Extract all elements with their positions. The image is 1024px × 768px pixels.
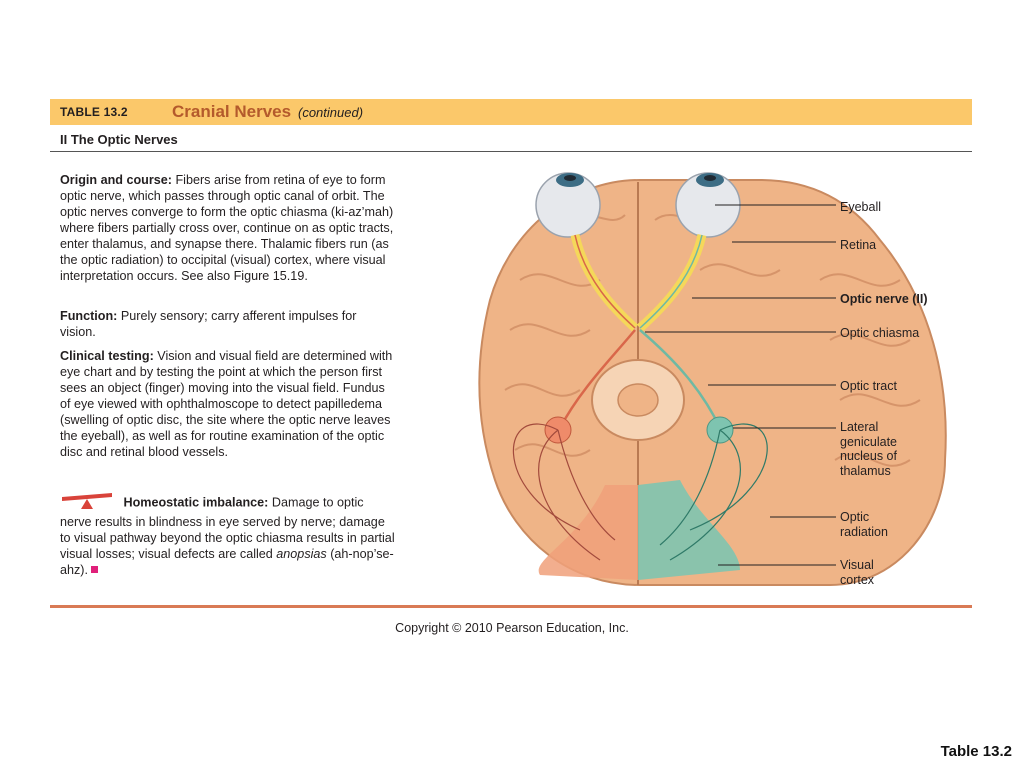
clinical-label: Clinical testing: bbox=[60, 349, 154, 363]
label-optic-tract: Optic tract bbox=[840, 379, 897, 393]
top-divider bbox=[50, 151, 972, 152]
label-lgn-line-3: nucleus of bbox=[840, 449, 897, 463]
slide-footer-label: Table 13.2 bbox=[940, 743, 1012, 760]
imbalance-scale-icon bbox=[60, 492, 114, 514]
imbalance-term: anopsias bbox=[276, 547, 327, 561]
left-visual-cortex bbox=[538, 485, 638, 580]
label-lgn-line-2: geniculate bbox=[840, 434, 897, 449]
table-title-suffix: (continued) bbox=[298, 105, 364, 120]
imbalance-label: Homeostatic imbalance: bbox=[123, 495, 269, 510]
end-square-icon bbox=[91, 566, 98, 573]
eyeball-left bbox=[535, 172, 601, 238]
origin-paragraph: Origin and course: Fibers arise from ret… bbox=[60, 172, 395, 284]
origin-label: Origin and course: bbox=[60, 173, 172, 187]
label-radiation-line-1: Optic bbox=[840, 510, 870, 524]
clinical-paragraph: Clinical testing: Vision and visual fiel… bbox=[60, 348, 395, 460]
label-cortex-line-2: cortex bbox=[840, 572, 875, 587]
table-header-bar: TABLE 13.2 Cranial Nerves (continued) bbox=[50, 99, 972, 125]
function-label: Function: bbox=[60, 309, 118, 323]
section-title: II The Optic Nerves bbox=[60, 132, 178, 147]
label-cortex-line-1: Visual bbox=[840, 558, 874, 572]
label-lateral-geniculate: Lateral geniculate nucleus of thalamus bbox=[840, 420, 897, 478]
label-retina: Retina bbox=[840, 238, 877, 252]
label-optic-nerve: Optic nerve (II) bbox=[840, 292, 928, 306]
optic-tract-left bbox=[558, 329, 636, 429]
function-paragraph: Function: Purely sensory; carry afferent… bbox=[60, 308, 395, 340]
clinical-text: Vision and visual field are determined w… bbox=[60, 349, 393, 459]
label-visual-cortex: Visual cortex bbox=[840, 558, 874, 587]
table-number: TABLE 13.2 bbox=[60, 105, 128, 119]
label-eyeball: Eyeball bbox=[840, 200, 881, 214]
optic-tract-right bbox=[639, 329, 722, 429]
brain-illustration bbox=[478, 172, 947, 586]
label-lgn-line-1: Lateral bbox=[840, 420, 879, 434]
label-radiation-line-2: radiation bbox=[840, 524, 888, 539]
optic-pathway-diagram: Eyeball Retina Optic nerve (II) Optic ch… bbox=[440, 160, 960, 600]
bottom-divider bbox=[50, 605, 972, 608]
function-text: Purely sensory; carry afferent impulses … bbox=[60, 309, 357, 339]
imbalance-paragraph: Homeostatic imbalance: Damage to optic n… bbox=[60, 492, 395, 578]
right-visual-cortex bbox=[638, 480, 740, 580]
origin-text: Fibers arise from retina of eye to form … bbox=[60, 173, 394, 283]
label-optic-chiasma: Optic chiasma bbox=[840, 326, 920, 340]
imbalance-text-after: (ah-nop’se-ahz). bbox=[60, 547, 394, 577]
label-optic-radiation: Optic radiation bbox=[840, 510, 888, 539]
label-lgn-line-4: thalamus bbox=[840, 463, 891, 478]
imbalance-text-before: Damage to optic nerve results in blindne… bbox=[60, 495, 395, 561]
copyright-notice: Copyright © 2010 Pearson Education, Inc. bbox=[395, 621, 629, 635]
optic-radiation-left bbox=[512, 423, 616, 561]
table-title: Cranial Nerves bbox=[172, 102, 292, 121]
optic-radiation-right bbox=[659, 423, 768, 561]
leader-lines bbox=[645, 204, 836, 566]
eyeball-right bbox=[675, 172, 741, 238]
